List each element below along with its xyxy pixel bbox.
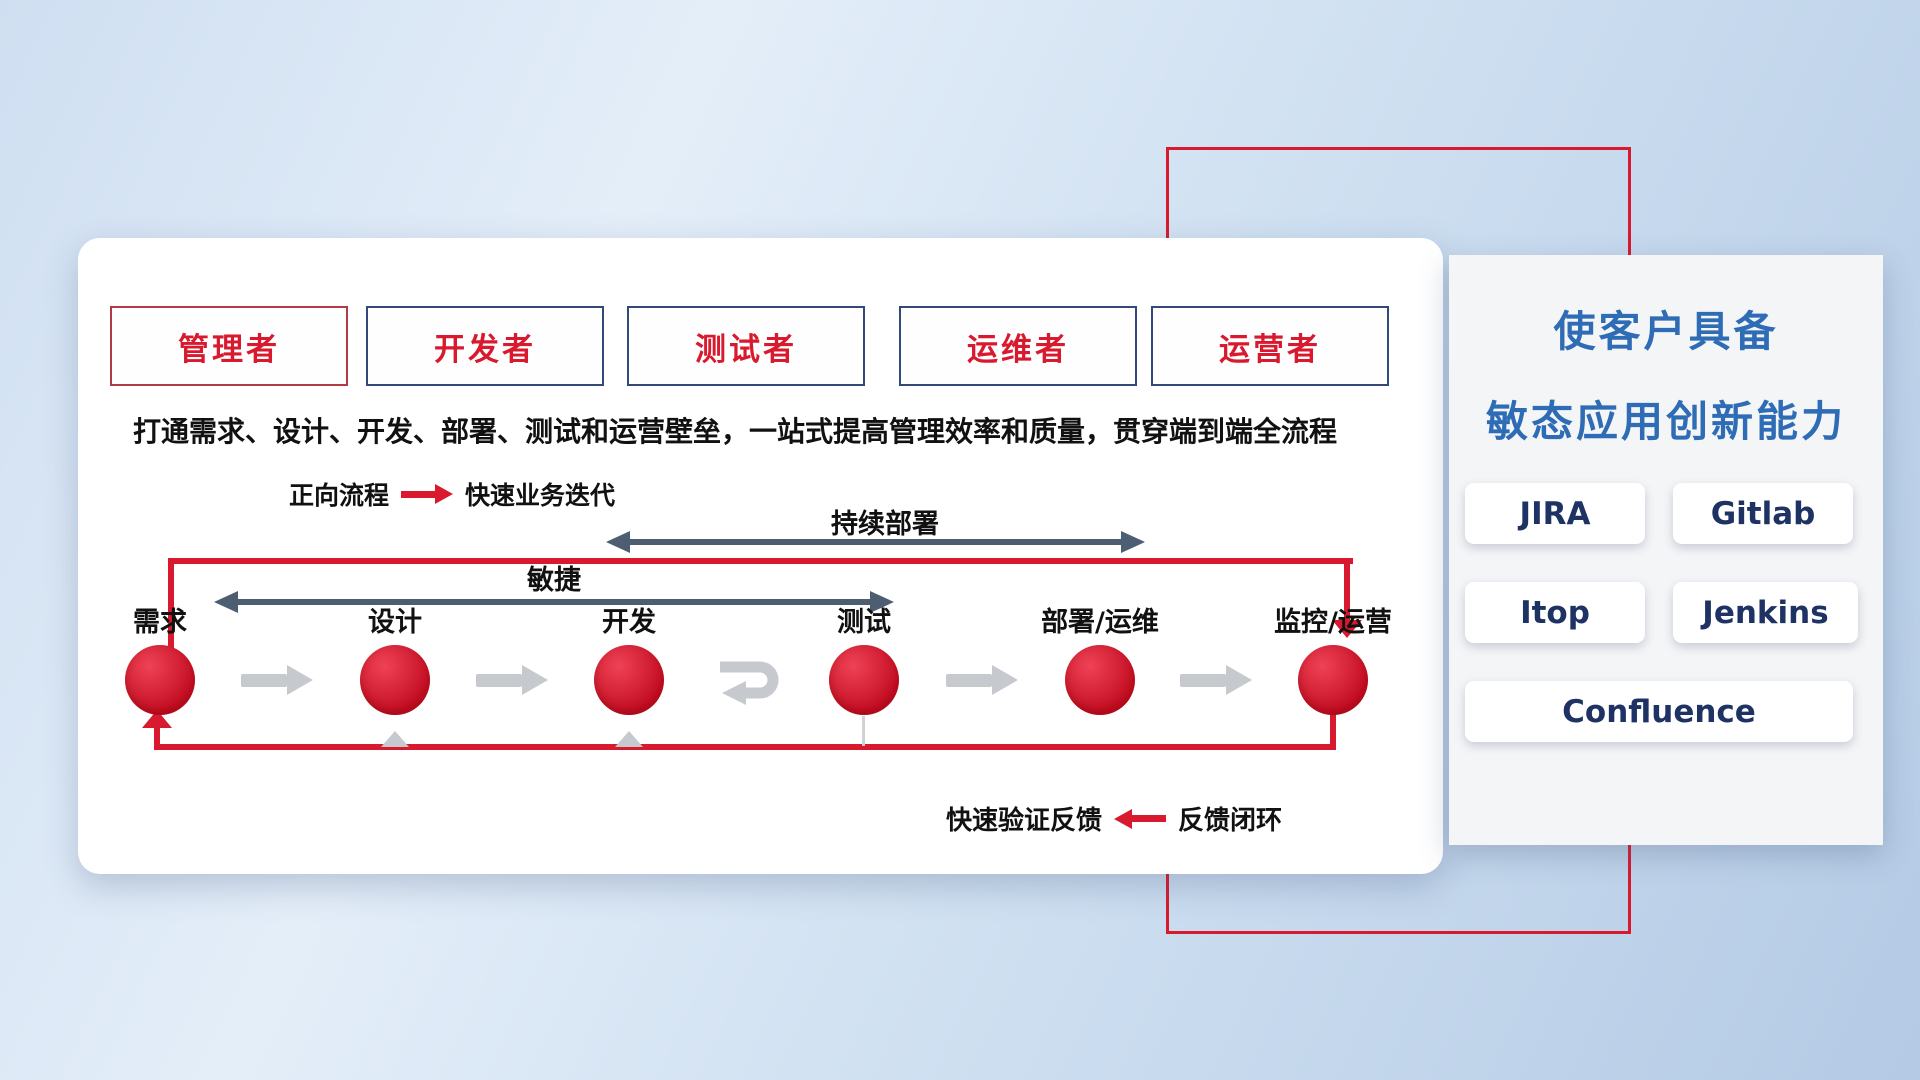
panel-title-line1: 使客户具备: [1553, 307, 1779, 356]
legend-forward-label: 正向流程: [289, 481, 390, 510]
gray-up-arrow-icon: [381, 712, 409, 747]
forward-arrow-icon: [401, 484, 454, 504]
capability-side-panel: [1449, 255, 1883, 845]
role-box-ops: 运维者: [899, 306, 1137, 386]
agile-arrow-icon: [214, 591, 894, 613]
gray-arrow-icon: [1180, 665, 1252, 695]
stage-label-design: 设计: [368, 607, 422, 638]
role-box-operator: 运营者: [1151, 306, 1389, 386]
stage-label-development: 开发: [602, 607, 656, 638]
forward-loop-line-left: [168, 558, 174, 648]
stage-circle-monitor-operate: [1298, 645, 1368, 715]
gray-connector-line: [862, 716, 865, 746]
forward-loop-line-right: [1344, 558, 1350, 622]
stage-label-testing: 测试: [837, 607, 891, 638]
gray-arrow-icon: [476, 665, 548, 695]
tool-badge-confluence: Confluence: [1465, 681, 1853, 742]
tool-badge-itop: Itop: [1465, 582, 1645, 643]
stage-circle-design: [360, 645, 430, 715]
stage-circle-development: [594, 645, 664, 715]
legend-forward: 正向流程 快速业务迭代: [289, 476, 615, 512]
stage-circle-requirements: [125, 645, 195, 715]
legend-feedback-value: 反馈闭环: [1178, 806, 1283, 836]
flow-description: 打通需求、设计、开发、部署、测试和运营壁垒，一站式提高管理效率和质量，贯穿端到端…: [133, 415, 1338, 448]
continuous-deployment-arrow-icon: [606, 531, 1145, 553]
gray-up-arrow-icon: [615, 712, 643, 747]
role-box-tester: 测试者: [627, 306, 865, 386]
feedback-loop-line-right: [1330, 714, 1336, 750]
agile-label: 敏捷: [527, 565, 581, 596]
feedback-arrow-icon: [1114, 808, 1167, 829]
continuous-deployment-label: 持续部署: [831, 509, 939, 540]
feedback-loop-line-left: [154, 728, 160, 750]
panel-title-line2: 敏态应用创新能力: [1485, 397, 1846, 446]
role-box-developer: 开发者: [366, 306, 604, 386]
stage-circle-deploy-ops: [1065, 645, 1135, 715]
forward-loop-arrowhead-icon: [1332, 620, 1362, 638]
legend-feedback-label: 快速验证反馈: [946, 806, 1103, 836]
gray-arrow-icon: [946, 665, 1018, 695]
forward-loop-line-top: [168, 558, 1353, 564]
tool-badge-jenkins: Jenkins: [1673, 582, 1858, 643]
stage-label-monitor-operate: 监控/运营: [1274, 607, 1392, 638]
gray-arrow-icon: [241, 665, 313, 695]
stage-label-deploy-ops: 部署/运维: [1041, 607, 1159, 638]
tool-badge-gitlab: Gitlab: [1673, 483, 1853, 544]
feedback-loop-line-bottom: [154, 744, 1336, 750]
stage-circle-testing: [829, 645, 899, 715]
iteration-loop-arrow-icon: [720, 661, 779, 705]
stage-label-requirements: 需求: [133, 607, 187, 638]
tool-badge-jira: JIRA: [1465, 483, 1645, 544]
legend-forward-value: 快速业务迭代: [465, 481, 616, 510]
role-box-manager: 管理者: [110, 306, 348, 386]
legend-feedback: 快速验证反馈 反馈闭环: [946, 800, 1282, 837]
